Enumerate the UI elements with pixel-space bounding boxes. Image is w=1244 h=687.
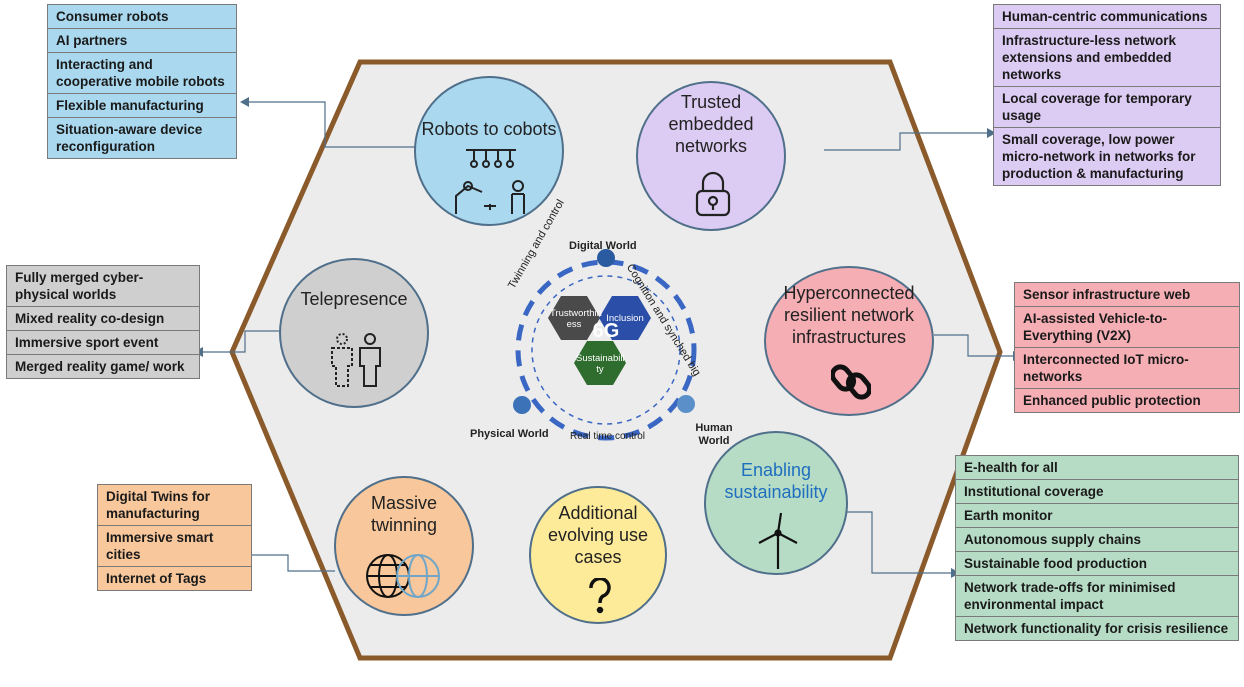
inner-dashed-ring bbox=[531, 275, 681, 425]
list-item: Merged reality game/ work bbox=[15, 359, 185, 374]
label-human-world: Human World bbox=[694, 422, 734, 448]
circle-title-hyper-2: resilient network bbox=[783, 305, 915, 325]
list-item: Infrastructure-less network extensions a… bbox=[994, 29, 1220, 87]
hologram-person-icon bbox=[331, 333, 381, 387]
circle-massive-twinning[interactable]: Massive twinning bbox=[334, 476, 474, 616]
list-item: Interacting and cooperative mobile robot… bbox=[48, 53, 236, 94]
circle-title-twinning-1: Massive bbox=[370, 493, 437, 513]
circle-title-hyper-1: Hyperconnected bbox=[783, 283, 915, 303]
list-item: Immersive sport event bbox=[7, 331, 199, 355]
list-item: Sustainable food production bbox=[956, 552, 1238, 576]
list-item: E-health for all bbox=[956, 456, 1238, 480]
label-sustainability: Sustainabili ty bbox=[576, 353, 625, 375]
list-item: AI-assisted Vehicle-to-Everything (V2X) bbox=[1015, 307, 1239, 348]
circle-telepresence[interactable]: Telepresence bbox=[279, 258, 429, 408]
globe-icon bbox=[366, 554, 440, 598]
connector-lines bbox=[202, 101, 1014, 574]
circle-additional-use-cases[interactable]: Additional evolving use cases bbox=[529, 486, 667, 624]
circle-title-additional-3: cases bbox=[574, 547, 622, 567]
physical-world-globe-icon bbox=[513, 396, 531, 414]
list-item: Earth monitor bbox=[956, 504, 1238, 528]
label-real-time-control: Real time control bbox=[570, 431, 646, 442]
list-item: Autonomous supply chains bbox=[956, 528, 1238, 552]
hexagon-sustainability bbox=[574, 341, 626, 385]
human-world-globe-icon bbox=[677, 395, 695, 413]
box-sustainability-use-cases: E-health for all Institutional coverage … bbox=[955, 455, 1239, 641]
padlock-icon bbox=[695, 171, 731, 217]
circle-title-additional-2: evolving use bbox=[547, 525, 649, 545]
chain-link-icon bbox=[831, 364, 871, 400]
central-dashed-ring bbox=[515, 259, 697, 441]
list-item: Enhanced public protection bbox=[1023, 393, 1201, 408]
circle-title-robots: Robots to cobots bbox=[421, 119, 557, 139]
circle-title-twinning-2: twinning bbox=[370, 515, 438, 535]
list-item: Digital Twins for manufacturing bbox=[98, 485, 251, 526]
circle-hyperconnected-resilient[interactable]: Hyperconnected resilient network infrast… bbox=[764, 266, 934, 416]
list-item: Sensor infrastructure web bbox=[1015, 283, 1239, 307]
list-item: Internet of Tags bbox=[106, 571, 207, 586]
list-item: Network trade-offs for minimised environ… bbox=[956, 576, 1238, 617]
label-physical-world: Physical World bbox=[470, 428, 549, 440]
list-item: Network functionality for crisis resilie… bbox=[964, 621, 1229, 636]
label-trustworthiness: Trustworthin ess bbox=[550, 308, 602, 330]
label-inclusion: Inclusion bbox=[606, 313, 644, 324]
circle-title-additional-1: Additional bbox=[558, 503, 638, 523]
robot-arm-icon bbox=[455, 149, 525, 214]
list-item: Local coverage for temporary usage bbox=[994, 87, 1220, 128]
circle-trusted-embedded-networks[interactable]: Trusted embedded networks bbox=[636, 81, 786, 231]
box-twinning-use-cases: Digital Twins for manufacturing Immersiv… bbox=[97, 484, 252, 591]
question-mark-icon bbox=[589, 578, 611, 614]
list-item: Situation-aware device reconfiguration bbox=[56, 122, 203, 154]
box-robots-use-cases: Consumer robots AI partners Interacting … bbox=[47, 4, 237, 159]
box-telepresence-use-cases: Fully merged cyber-physical worlds Mixed… bbox=[6, 265, 200, 379]
circle-title-trusted-1: Trusted bbox=[680, 92, 742, 112]
circle-robots-to-cobots[interactable]: Robots to cobots bbox=[414, 76, 564, 226]
list-item: Immersive smart cities bbox=[98, 526, 251, 567]
list-item: Mixed reality co-design bbox=[7, 307, 199, 331]
wind-turbine-icon bbox=[758, 512, 798, 569]
hexagon-inclusion bbox=[599, 296, 651, 340]
circle-title-sustain-2: sustainability bbox=[724, 482, 828, 502]
circle-title-trusted-2: embedded bbox=[668, 114, 754, 134]
list-item: Small coverage, low power micro-network … bbox=[1002, 132, 1196, 181]
label-human-world-text: Human World bbox=[695, 422, 733, 447]
circle-enabling-sustainability[interactable]: Enabling sustainability bbox=[704, 431, 848, 575]
circle-title-trusted-3: networks bbox=[674, 136, 748, 156]
box-trusted-use-cases: Human-centric communications Infrastruct… bbox=[993, 4, 1221, 186]
digital-world-globe-icon bbox=[597, 249, 615, 267]
label-digital-world: Digital World bbox=[569, 240, 637, 252]
list-item: Interconnected IoT micro-networks bbox=[1015, 348, 1239, 389]
list-item: Fully merged cyber-physical worlds bbox=[7, 266, 199, 307]
circle-title-telepresence: Telepresence bbox=[300, 289, 408, 309]
circle-title-sustain-1: Enabling bbox=[740, 460, 812, 480]
list-item: Consumer robots bbox=[48, 5, 236, 29]
list-item: Human-centric communications bbox=[994, 5, 1220, 29]
circle-title-hyper-3: infrastructures bbox=[791, 327, 907, 347]
list-item: Flexible manufacturing bbox=[48, 94, 236, 118]
hexagon-trustworthiness bbox=[548, 296, 600, 340]
list-item: Institutional coverage bbox=[956, 480, 1238, 504]
list-item: AI partners bbox=[48, 29, 236, 53]
label-6g: 6G bbox=[592, 320, 620, 342]
box-hyper-use-cases: Sensor infrastructure web AI-assisted Ve… bbox=[1014, 282, 1240, 413]
